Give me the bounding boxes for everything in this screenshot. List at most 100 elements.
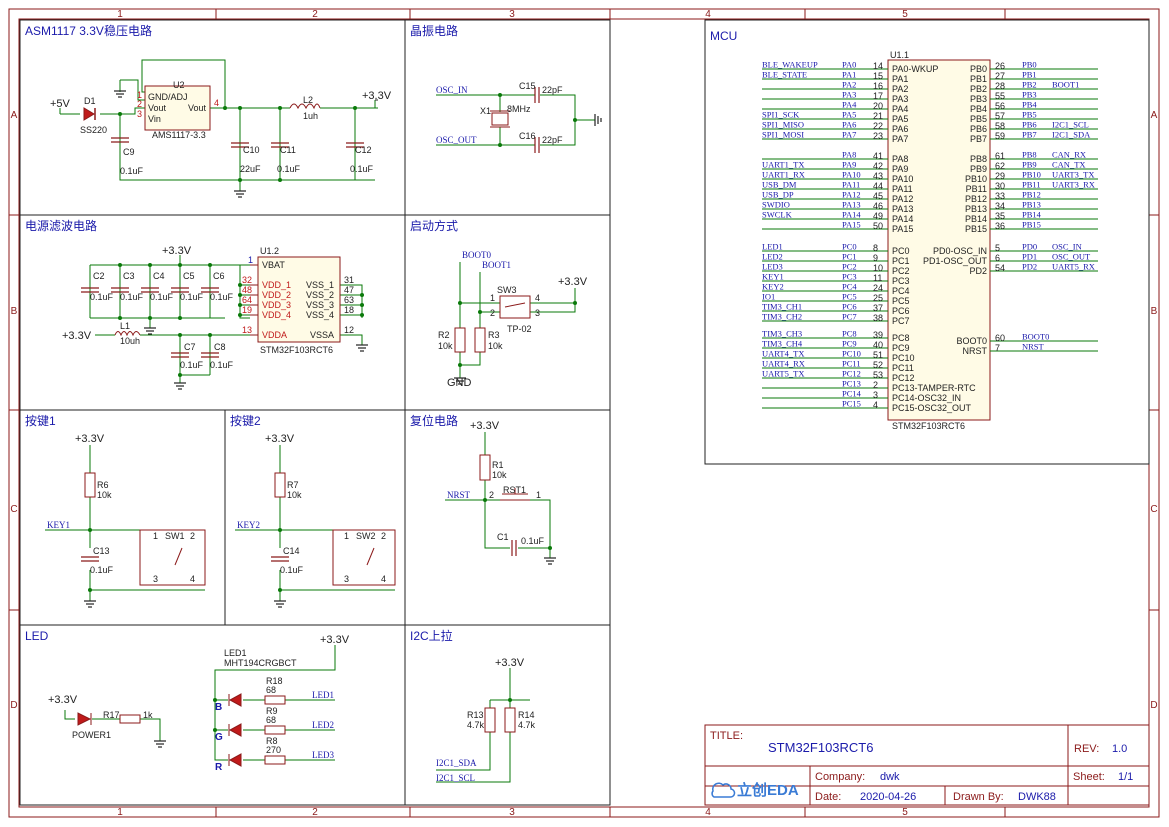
i2c-circuit bbox=[436, 668, 530, 783]
pin-name: VSS_2 bbox=[306, 290, 334, 300]
mcu-net-label: UART5_RX bbox=[1052, 262, 1095, 272]
mcu-pin-num: 43 bbox=[873, 171, 883, 181]
mcu-pin-name: PC8 bbox=[892, 333, 910, 343]
mcu-pin-name: PB9 bbox=[970, 164, 987, 174]
net-key1: KEY1 bbox=[47, 520, 70, 530]
mcu-pin-num: 3 bbox=[873, 390, 878, 400]
sheet-title: STM32F103RCT6 bbox=[768, 740, 873, 755]
mcu-port-label: PC2 bbox=[842, 262, 857, 272]
col-label: 5 bbox=[902, 9, 908, 20]
row-label: B bbox=[1151, 306, 1158, 317]
mcu-pin-num: 38 bbox=[873, 313, 883, 323]
net-i2c-sda: I2C1_SDA bbox=[436, 758, 477, 768]
rev-label: REV: bbox=[1074, 743, 1099, 755]
key2-vcc: +3.3V bbox=[265, 433, 295, 445]
mcu-pin-num: 56 bbox=[995, 101, 1005, 111]
mcu-net-label: IO1 bbox=[762, 292, 775, 302]
mcu-pin-name: PA15 bbox=[892, 224, 913, 234]
mcu-port-label: PB13 bbox=[1022, 200, 1041, 210]
mcu-pin-num: 36 bbox=[995, 221, 1005, 231]
r8-ref: R8 bbox=[266, 736, 278, 746]
mcu-port-label: PB8 bbox=[1022, 150, 1037, 160]
mcu-port-label: PA9 bbox=[842, 160, 856, 170]
mcu-port-label: PA15 bbox=[842, 220, 861, 230]
net-key2: KEY2 bbox=[237, 520, 260, 530]
c12-ref: C12 bbox=[355, 145, 372, 155]
mcu-pin-name: PC15-OSC32_OUT bbox=[892, 403, 972, 413]
row-label: A bbox=[1151, 110, 1158, 121]
mcu-pin-num: 57 bbox=[995, 111, 1005, 121]
u2-pin-vin: Vin bbox=[148, 114, 161, 124]
c5-ref: C5 bbox=[183, 271, 195, 281]
mcu-pin-name: PC14-OSC32_IN bbox=[892, 393, 961, 403]
mcu-pin-num: 39 bbox=[873, 330, 883, 340]
mcu-part: STM32F103RCT6 bbox=[892, 421, 965, 431]
mcu-pin-name: PB15 bbox=[965, 224, 987, 234]
mcu-net-label: UART3_RX bbox=[1052, 180, 1095, 190]
mcu-pin-num: 10 bbox=[873, 263, 883, 273]
col-label: 4 bbox=[705, 807, 711, 818]
mcu-pin-num: 37 bbox=[873, 303, 883, 313]
net-led1: LED1 bbox=[312, 690, 334, 700]
mcu-port-label: PB15 bbox=[1022, 220, 1041, 230]
mcu-port-label: PC7 bbox=[842, 312, 857, 322]
mcu-port-label: PC6 bbox=[842, 302, 857, 312]
mcu-pin-name: PC6 bbox=[892, 306, 910, 316]
c7-ref: C7 bbox=[184, 342, 196, 352]
xtal-circuit bbox=[436, 86, 602, 154]
mcu-port-label: PA2 bbox=[842, 80, 856, 90]
mcu-pin-name: PA10 bbox=[892, 174, 913, 184]
title-block bbox=[704, 724, 1150, 806]
mcu-pin-num: 8 bbox=[873, 243, 878, 253]
rst1-ref: RST1 bbox=[503, 485, 526, 495]
mcu-pin-name: PB4 bbox=[970, 104, 987, 114]
r2-ref: R2 bbox=[438, 330, 450, 340]
power-vcc: +3.3V bbox=[48, 694, 78, 706]
mcu-pin-num: 45 bbox=[873, 191, 883, 201]
u2-pin-gnd: GND/ADJ bbox=[148, 92, 188, 102]
sw1-pin4: 4 bbox=[190, 574, 195, 584]
c2-val: 0.1uF bbox=[90, 292, 114, 302]
mcu-net-label: TIM3_CH3 bbox=[762, 329, 802, 339]
l1-val: 10uh bbox=[120, 336, 140, 346]
r7-ref: R7 bbox=[287, 480, 299, 490]
c6-ref: C6 bbox=[213, 271, 225, 281]
mcu-pin-num: 55 bbox=[995, 91, 1005, 101]
r1-val: 10k bbox=[492, 470, 507, 480]
mcu-port-label: PB1 bbox=[1022, 70, 1037, 80]
net-boot0: BOOT0 bbox=[462, 250, 491, 260]
mcu-port-label: PA7 bbox=[842, 130, 856, 140]
col-label: 5 bbox=[902, 807, 908, 818]
net-led3: LED3 bbox=[312, 750, 334, 760]
mcu-pin-name: PC7 bbox=[892, 316, 910, 326]
mcu-net-label: I2C1_SDA bbox=[1052, 130, 1091, 140]
mcu-pin-num: 16 bbox=[873, 81, 883, 91]
mcu-port-label: PB2 bbox=[1022, 80, 1037, 90]
mcu-pin-num: 49 bbox=[873, 211, 883, 221]
mcu-port-label: PC11 bbox=[842, 359, 861, 369]
mcu-pin-num: 59 bbox=[995, 131, 1005, 141]
reset-vcc: +3.3V bbox=[470, 420, 500, 432]
mcu-net-label: CAN_TX bbox=[1052, 160, 1086, 170]
mcu-net-label: LED2 bbox=[762, 252, 783, 262]
section-title-boot: 启动方式 bbox=[410, 218, 458, 233]
mcu-pin-name: PA13 bbox=[892, 204, 913, 214]
mcu-port-label: PB0 bbox=[1022, 60, 1037, 70]
mcu-net-label: I2C1_SCL bbox=[1052, 120, 1089, 130]
section-title-led: LED bbox=[25, 629, 49, 643]
col-label: 2 bbox=[312, 9, 318, 20]
section-title-i2c: I2C上拉 bbox=[410, 628, 453, 643]
c14-val: 0.1uF bbox=[280, 565, 304, 575]
c12-val: 0.1uF bbox=[350, 164, 374, 174]
mcu-net-label: SPI1_SCK bbox=[762, 110, 800, 120]
c14-ref: C14 bbox=[283, 546, 300, 556]
mcu-net-label: BLE_STATE bbox=[762, 70, 807, 80]
mcu-pin-num: 7 bbox=[995, 343, 1000, 353]
pin-num: 48 bbox=[242, 285, 252, 295]
mcu-port-label: PC0 bbox=[842, 242, 857, 252]
mcu-pin-num: 40 bbox=[873, 340, 883, 350]
title-label: TITLE: bbox=[710, 730, 743, 742]
mcu-pin-name: PC0 bbox=[892, 246, 910, 256]
